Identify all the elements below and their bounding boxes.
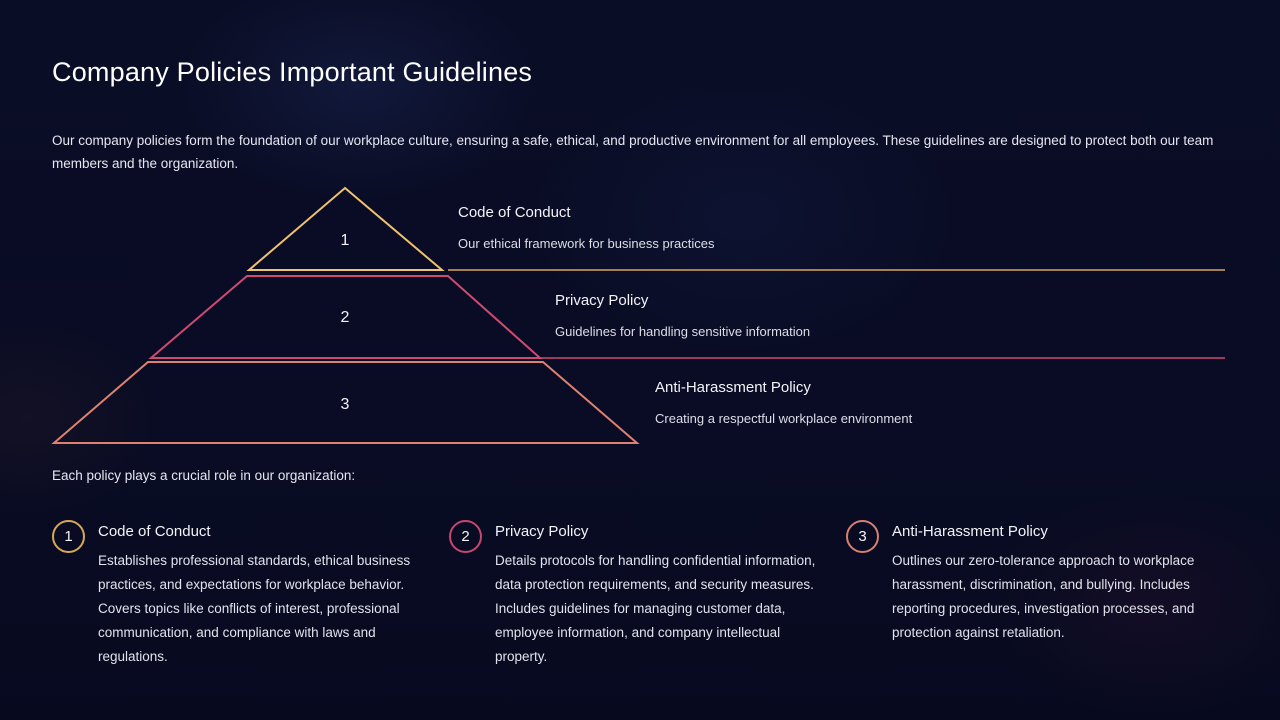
policy-item-code-of-conduct: 1 Code of Conduct Establishes profession… xyxy=(52,518,422,669)
tier3-label: Anti-Harassment Policy Creating a respec… xyxy=(655,379,912,426)
section-lead: Each policy plays a crucial role in our … xyxy=(52,468,356,483)
policy2-number-badge: 2 xyxy=(449,520,482,553)
tier1-number: 1 xyxy=(340,232,350,249)
page-title: Company Policies Important Guidelines xyxy=(52,57,533,87)
tier2-subtitle: Guidelines for handling sensitive inform… xyxy=(555,324,811,339)
tier2-title: Privacy Policy xyxy=(555,292,649,309)
policy3-number: 3 xyxy=(858,528,867,545)
policy3-number-badge: 3 xyxy=(846,520,879,553)
policy1-title: Code of Conduct xyxy=(98,523,211,540)
tier2-label: Privacy Policy Guidelines for handling s… xyxy=(555,292,810,339)
policy-item-anti-harassment-policy: 3 Anti-Harassment Policy Outlines our ze… xyxy=(846,518,1214,645)
policy2-number: 2 xyxy=(461,528,470,545)
policy1-number: 1 xyxy=(64,528,73,545)
pyramid-tier1-triangle xyxy=(246,186,445,271)
policy3-title: Anti-Harassment Policy xyxy=(892,523,1048,540)
policy1-description: Establishes professional standards, ethi… xyxy=(98,553,411,664)
policy3-description: Outlines our zero-tolerance approach to … xyxy=(892,553,1195,640)
policy2-description: Details protocols for handling confident… xyxy=(495,553,816,664)
policy1-number-badge: 1 xyxy=(52,520,85,553)
tier1-label: Code of Conduct Our ethical framework fo… xyxy=(458,204,714,251)
tier3-title: Anti-Harassment Policy xyxy=(655,379,811,396)
tier2-number: 2 xyxy=(340,309,350,326)
tier1-subtitle: Our ethical framework for business pract… xyxy=(458,236,715,251)
tier3-number: 3 xyxy=(340,396,350,413)
policy2-body: Privacy Policy Details protocols for han… xyxy=(495,518,827,669)
policy2-title: Privacy Policy xyxy=(495,523,589,540)
tier1-title: Code of Conduct xyxy=(458,204,571,221)
policy-item-privacy-policy: 2 Privacy Policy Details protocols for h… xyxy=(449,518,827,669)
policy3-body: Anti-Harassment Policy Outlines our zero… xyxy=(892,518,1214,645)
intro-text: Our company policies form the foundation… xyxy=(52,133,1214,171)
policy1-body: Code of Conduct Establishes professional… xyxy=(98,518,422,669)
tier3-subtitle: Creating a respectful workplace environm… xyxy=(655,411,913,426)
